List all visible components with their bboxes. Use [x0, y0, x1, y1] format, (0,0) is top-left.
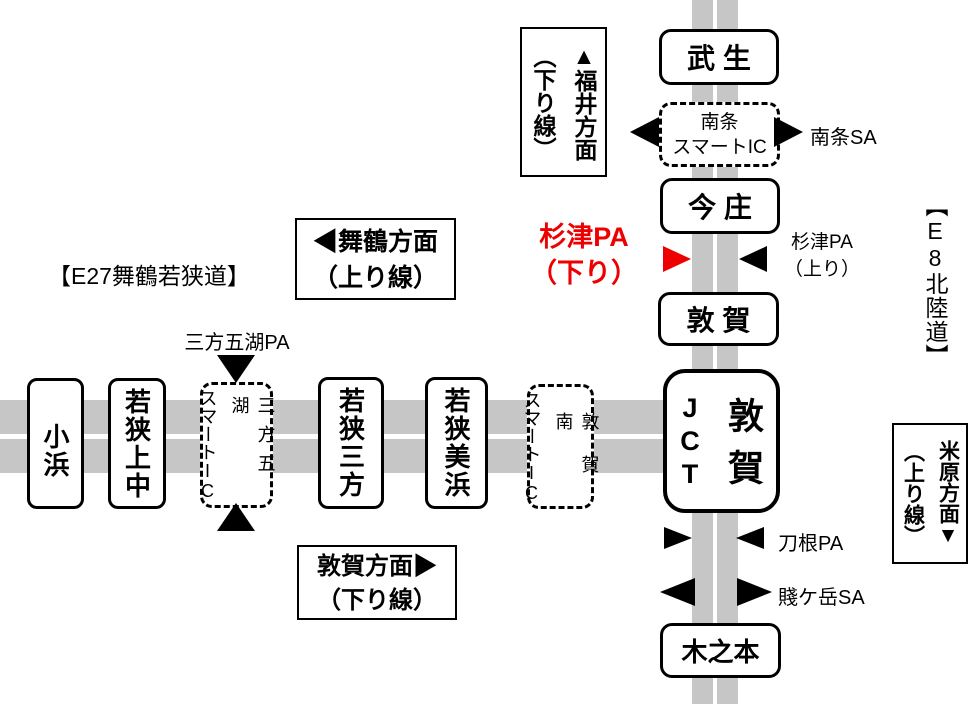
sign-tsuruga-direction: 敦賀方面▶ （下り線） — [297, 545, 457, 620]
smart-ic-tsuruga-minami-name: 敦賀南 — [553, 412, 600, 498]
station-obama: 小浜 — [27, 378, 84, 509]
sign-fukui-direction: ▲福井方面 （下り線） — [520, 27, 607, 177]
smart-ic-tsuruga-minami: 敦賀南 スマートIC — [522, 384, 600, 509]
smart-ic-mikatagoko-name: 三方五湖 — [229, 396, 276, 483]
mikatagoko-pa-label: 三方五湖PA — [184, 332, 290, 354]
sign-tsuruga-line2: （下り線） — [317, 587, 437, 614]
station-wakasa-mihama-label: 若狭美浜 — [441, 387, 471, 499]
nanjo-sa-right-arrow-icon — [774, 117, 803, 147]
e8-title-route-code: E8 — [922, 218, 948, 272]
sign-maibara-direction: 米原方面▼ （上り線） — [892, 423, 968, 564]
smart-ic-mikatagoko-type-latin: IC — [197, 461, 218, 501]
smart-ic-nanjo-type: スマートIC — [672, 136, 767, 158]
tone-pa-right-arrow-icon — [736, 527, 764, 549]
tone-pa-label: 刀根PA — [778, 533, 844, 555]
smart-ic-nanjo-name: 南条 — [700, 111, 739, 133]
station-wakasa-mikata: 若狭三方 — [318, 377, 384, 509]
smart-ic-tsuruga-minami-type-kana: スマート — [521, 390, 542, 463]
smart-ic-mikatagoko-type-kana: スマート — [197, 389, 218, 461]
e27-road-title: 【E27舞鶴若狭道】 — [48, 263, 250, 289]
mikatagoko-pa-up-arrow-icon — [217, 503, 255, 531]
tone-pa-left-arrow-icon — [664, 527, 692, 549]
suizu-pa-up-label: 杉津PA （上り） — [779, 229, 865, 283]
e8-title-name: 北陸道】 — [922, 272, 948, 368]
smart-ic-tsuruga-minami-type-latin: IC — [521, 462, 542, 503]
suizu-pa-down-arrow-icon — [663, 246, 691, 272]
station-wakasa-kaminaka-label: 若狭上中 — [121, 387, 152, 500]
smart-ic-mikatagoko: 三方五湖 スマートIC — [198, 382, 276, 508]
suizu-pa-down-line1: 杉津PA — [539, 222, 629, 252]
sign-maizuru-direction: ◀舞鶴方面 （上り線） — [295, 218, 456, 300]
sign-tsuruga-line1: 敦賀方面▶ — [317, 553, 437, 580]
suizu-pa-down-label: 杉津PA （下り） — [520, 219, 648, 291]
suizu-pa-up-line2: （上り） — [783, 259, 860, 280]
e8-road-left-lane — [692, 0, 713, 704]
station-takefu-label: 武 生 — [687, 43, 751, 74]
station-imajo: 今 庄 — [660, 178, 780, 234]
station-imajo-label: 今 庄 — [688, 192, 752, 223]
smart-ic-tsuruga-minami-type: スマートIC — [519, 391, 545, 503]
shizugatake-sa-label: 賤ケ岳SA — [778, 587, 865, 609]
station-wakasa-mikata-label: 若狭三方 — [335, 387, 366, 499]
sign-fukui-line2: （下り線） — [530, 44, 556, 160]
sign-maizuru-line1: ◀舞鶴方面 — [312, 228, 438, 256]
station-kinomoto-label: 木之本 — [681, 637, 760, 667]
tsuruga-jct-name: 敦賀 — [723, 397, 764, 501]
station-obama-label: 小浜 — [40, 422, 70, 479]
sign-fukui-line1: ▲福井方面 — [571, 43, 597, 161]
suizu-pa-up-arrow-icon — [739, 246, 767, 272]
smart-ic-mikatagoko-type: スマートIC — [195, 389, 221, 501]
sign-maizuru-line2: （上り線） — [312, 264, 438, 292]
shizugatake-sa-left-arrow-icon — [660, 578, 695, 606]
nanjo-sa-label: 南条SA — [810, 127, 877, 149]
smart-ic-nanjo: 南条 スマートIC — [659, 102, 780, 167]
tsuruga-jct-code: JCT — [675, 393, 705, 492]
station-takefu: 武 生 — [659, 29, 779, 85]
nanjo-sa-left-arrow-icon — [630, 117, 659, 147]
station-tsuruga-jct: 敦賀 JCT — [663, 369, 780, 513]
suizu-pa-down-line2: （下り） — [530, 258, 638, 288]
station-wakasa-mihama: 若狭美浜 — [425, 377, 488, 509]
station-tsuruga-label: 敦 賀 — [686, 305, 751, 336]
e8-title-open-bracket: 【 — [922, 194, 948, 218]
shizugatake-sa-right-arrow-icon — [737, 578, 772, 606]
mikatagoko-pa-down-arrow-icon — [217, 355, 255, 383]
e8-road-title: 【E8北陸道】 — [918, 194, 952, 368]
sign-maibara-line2: （上り線） — [901, 441, 925, 546]
station-kinomoto: 木之本 — [660, 623, 781, 678]
station-wakasa-kaminaka: 若狭上中 — [108, 378, 166, 509]
e8-road-right-lane — [717, 0, 738, 704]
suizu-pa-up-line1: 杉津PA — [791, 232, 853, 253]
station-tsuruga: 敦 賀 — [658, 292, 779, 346]
sign-maibara-line1: 米原方面▼ — [936, 440, 960, 547]
